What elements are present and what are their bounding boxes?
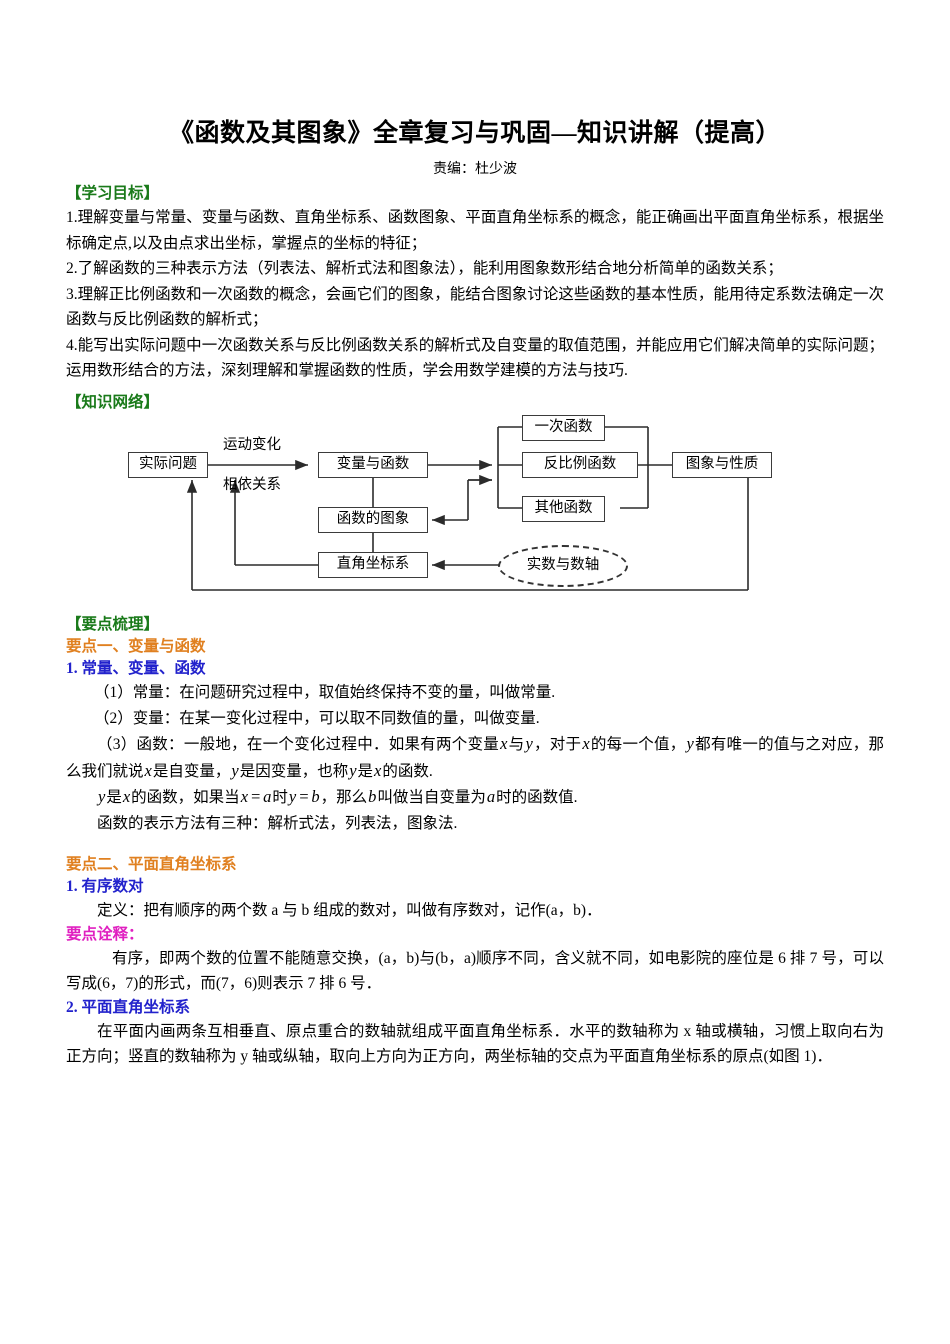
def-text-d: 的每一个值， [590, 736, 686, 753]
objective-item-3: 3.理解正比例函数和一次函数的概念，会画它们的图象，能结合图象讨论这些函数的基本… [66, 285, 884, 329]
math-eq-1: = [250, 787, 262, 806]
objective-item-4: 4.能写出实际问题中一次函数关系与反比例函数关系的解析式及自变量的取值范围，并能… [66, 336, 884, 380]
val-text-c: 时 [272, 789, 288, 806]
math-var-b1: b [311, 787, 320, 806]
node-linear-function: 一次函数 [522, 415, 605, 441]
point1-methods: 函数的表示方法有三种：解析式法，列表法，图象法. [97, 814, 458, 832]
math-var-x4: x [374, 760, 382, 780]
objective-item-2: 2.了解函数的三种表示方法（列表法、解析式法和图象法），能利用图象数形结合地分析… [66, 260, 783, 277]
math-var-x3: x [144, 760, 152, 780]
node-variable-function: 变量与函数 [318, 452, 428, 478]
point1-sub1-number: 1. [66, 660, 78, 677]
math-var-x-v2: x [240, 787, 249, 806]
math-var-y1: y [525, 734, 533, 753]
point2-sub2-body: 在平面内画两条互相垂直、原点重合的数轴就组成平面直角坐标系．水平的数轴称为 x … [66, 1022, 884, 1066]
math-var-x2: x [582, 734, 590, 753]
edge-label-motion-change: 运动变化 [223, 437, 281, 453]
math-var-a2: a [486, 787, 496, 806]
def-text-c: ，对于 [533, 736, 582, 753]
node-real-number-axis: 实数与数轴 [498, 545, 628, 587]
section-gap [66, 836, 884, 854]
page-title: 《函数及其图象》全章复习与巩固—知识讲解（提高） [168, 120, 781, 147]
network-heading: 【知识网络】 [66, 394, 160, 411]
node-inverse-function: 反比例函数 [522, 452, 638, 478]
point1-line-1: （1）常量：在问题研究过程中，取值始终保持不变的量，叫做常量. [94, 684, 556, 701]
point2-sub1-title: 有序数对 [81, 878, 144, 895]
def-text-f: 是自变量， [152, 762, 231, 780]
math-eq-2: = [298, 787, 310, 806]
node-graph-property: 图象与性质 [672, 452, 772, 478]
point1-title: 要点一、变量与函数 [66, 638, 206, 655]
val-text-b: 的函数，如果当 [131, 789, 240, 806]
math-var-x1: x [500, 734, 508, 753]
val-text-f: 时的函数值. [496, 789, 578, 806]
point2-sub2: 2. 平面直角坐标系 [66, 997, 884, 1019]
math-var-a1: a [263, 787, 272, 806]
objective-item-1: 1.理解变量与常量、变量与函数、直角坐标系、函数图象、平面直角坐标系的概念，能正… [66, 209, 884, 252]
def-text-b: 与 [508, 736, 525, 753]
math-var-y3: y [231, 760, 239, 780]
val-text-d: ，那么 [320, 789, 368, 806]
edge-label-dependency: 相依关系 [223, 477, 281, 493]
math-var-y4: y [349, 760, 357, 780]
def-text-a: （3）函数：一般地，在一个变化过程中．如果有两个变量 [97, 736, 500, 753]
point2-title: 要点二、平面直角坐标系 [66, 856, 237, 873]
node-practical-problem: 实际问题 [128, 452, 208, 478]
val-text-e: 叫做当自变量为 [377, 789, 486, 806]
point2-sub2-number: 2. [66, 998, 78, 1016]
math-var-b2: b [368, 787, 377, 806]
def-text-i: 的函数. [382, 762, 433, 780]
point1-definition-function: （3）函数：一般地，在一个变化过程中．如果有两个变量x与y，对于x的每一个值，y… [66, 731, 884, 784]
point1-function-value: y是x的函数，如果当x=a时y=b，那么b叫做当自变量为a时的函数值. [66, 784, 884, 811]
math-var-y-v1: y [98, 787, 106, 806]
def-text-e: 都有唯一的值与之对应，那么我们就说 [66, 736, 884, 780]
node-real-number-axis-label: 实数与数轴 [526, 557, 600, 573]
point2-sub1-number: 1. [66, 878, 78, 895]
def-text-h: 是 [357, 762, 374, 780]
knowledge-network-diagram: 实际问题 运动变化 相依关系 变量与函数 函数的图象 直角坐标系 一次函数 反比… [60, 405, 820, 605]
point2-sub2-title: 平面直角坐标系 [81, 998, 191, 1016]
point1-sub1-title: 常量、变量、函数 [81, 660, 206, 677]
point2-sub1: 1. 有序数对 [66, 876, 884, 898]
node-other-function: 其他函数 [522, 496, 605, 522]
node-rect-coordinate: 直角坐标系 [318, 552, 428, 578]
math-var-x-v1: x [122, 787, 131, 806]
point2-sub1-definition: 定义：把有顺序的两个数 a 与 b 组成的数对，叫做有序数对，记作(a，b)． [97, 902, 602, 919]
review-heading: 【要点梳理】 [66, 616, 160, 633]
math-var-y-v2: y [288, 787, 297, 806]
point2-explain-label: 要点诠释： [66, 925, 144, 943]
math-var-y2: y [686, 734, 694, 753]
point1-line-2: （2）变量：在某一变化过程中，可以取不同数值的量，叫做变量. [94, 709, 540, 727]
def-text-g: 是因变量，也称 [239, 762, 349, 780]
point2-explain-body: 有序，即两个数的位置不能随意交换，(a，b)与(b，a)顺序不同，含义就不同，如… [66, 949, 884, 993]
node-function-graph: 函数的图象 [318, 507, 428, 533]
objectives-section: 【学习目标】 1.理解变量与常量、变量与函数、直角坐标系、函数图象、平面直角坐标… [66, 183, 884, 384]
point1-sub1: 1. 常量、变量、函数 [66, 658, 884, 680]
val-text-a: 是 [106, 789, 122, 806]
objectives-heading: 【学习目标】 [66, 185, 160, 202]
byline: 责编：杜少波 [433, 162, 517, 177]
diagram-connectors [186, 426, 749, 591]
review-section: 【要点梳理】 要点一、变量与函数 1. 常量、变量、函数 （1）常量：在问题研究… [66, 614, 884, 1070]
